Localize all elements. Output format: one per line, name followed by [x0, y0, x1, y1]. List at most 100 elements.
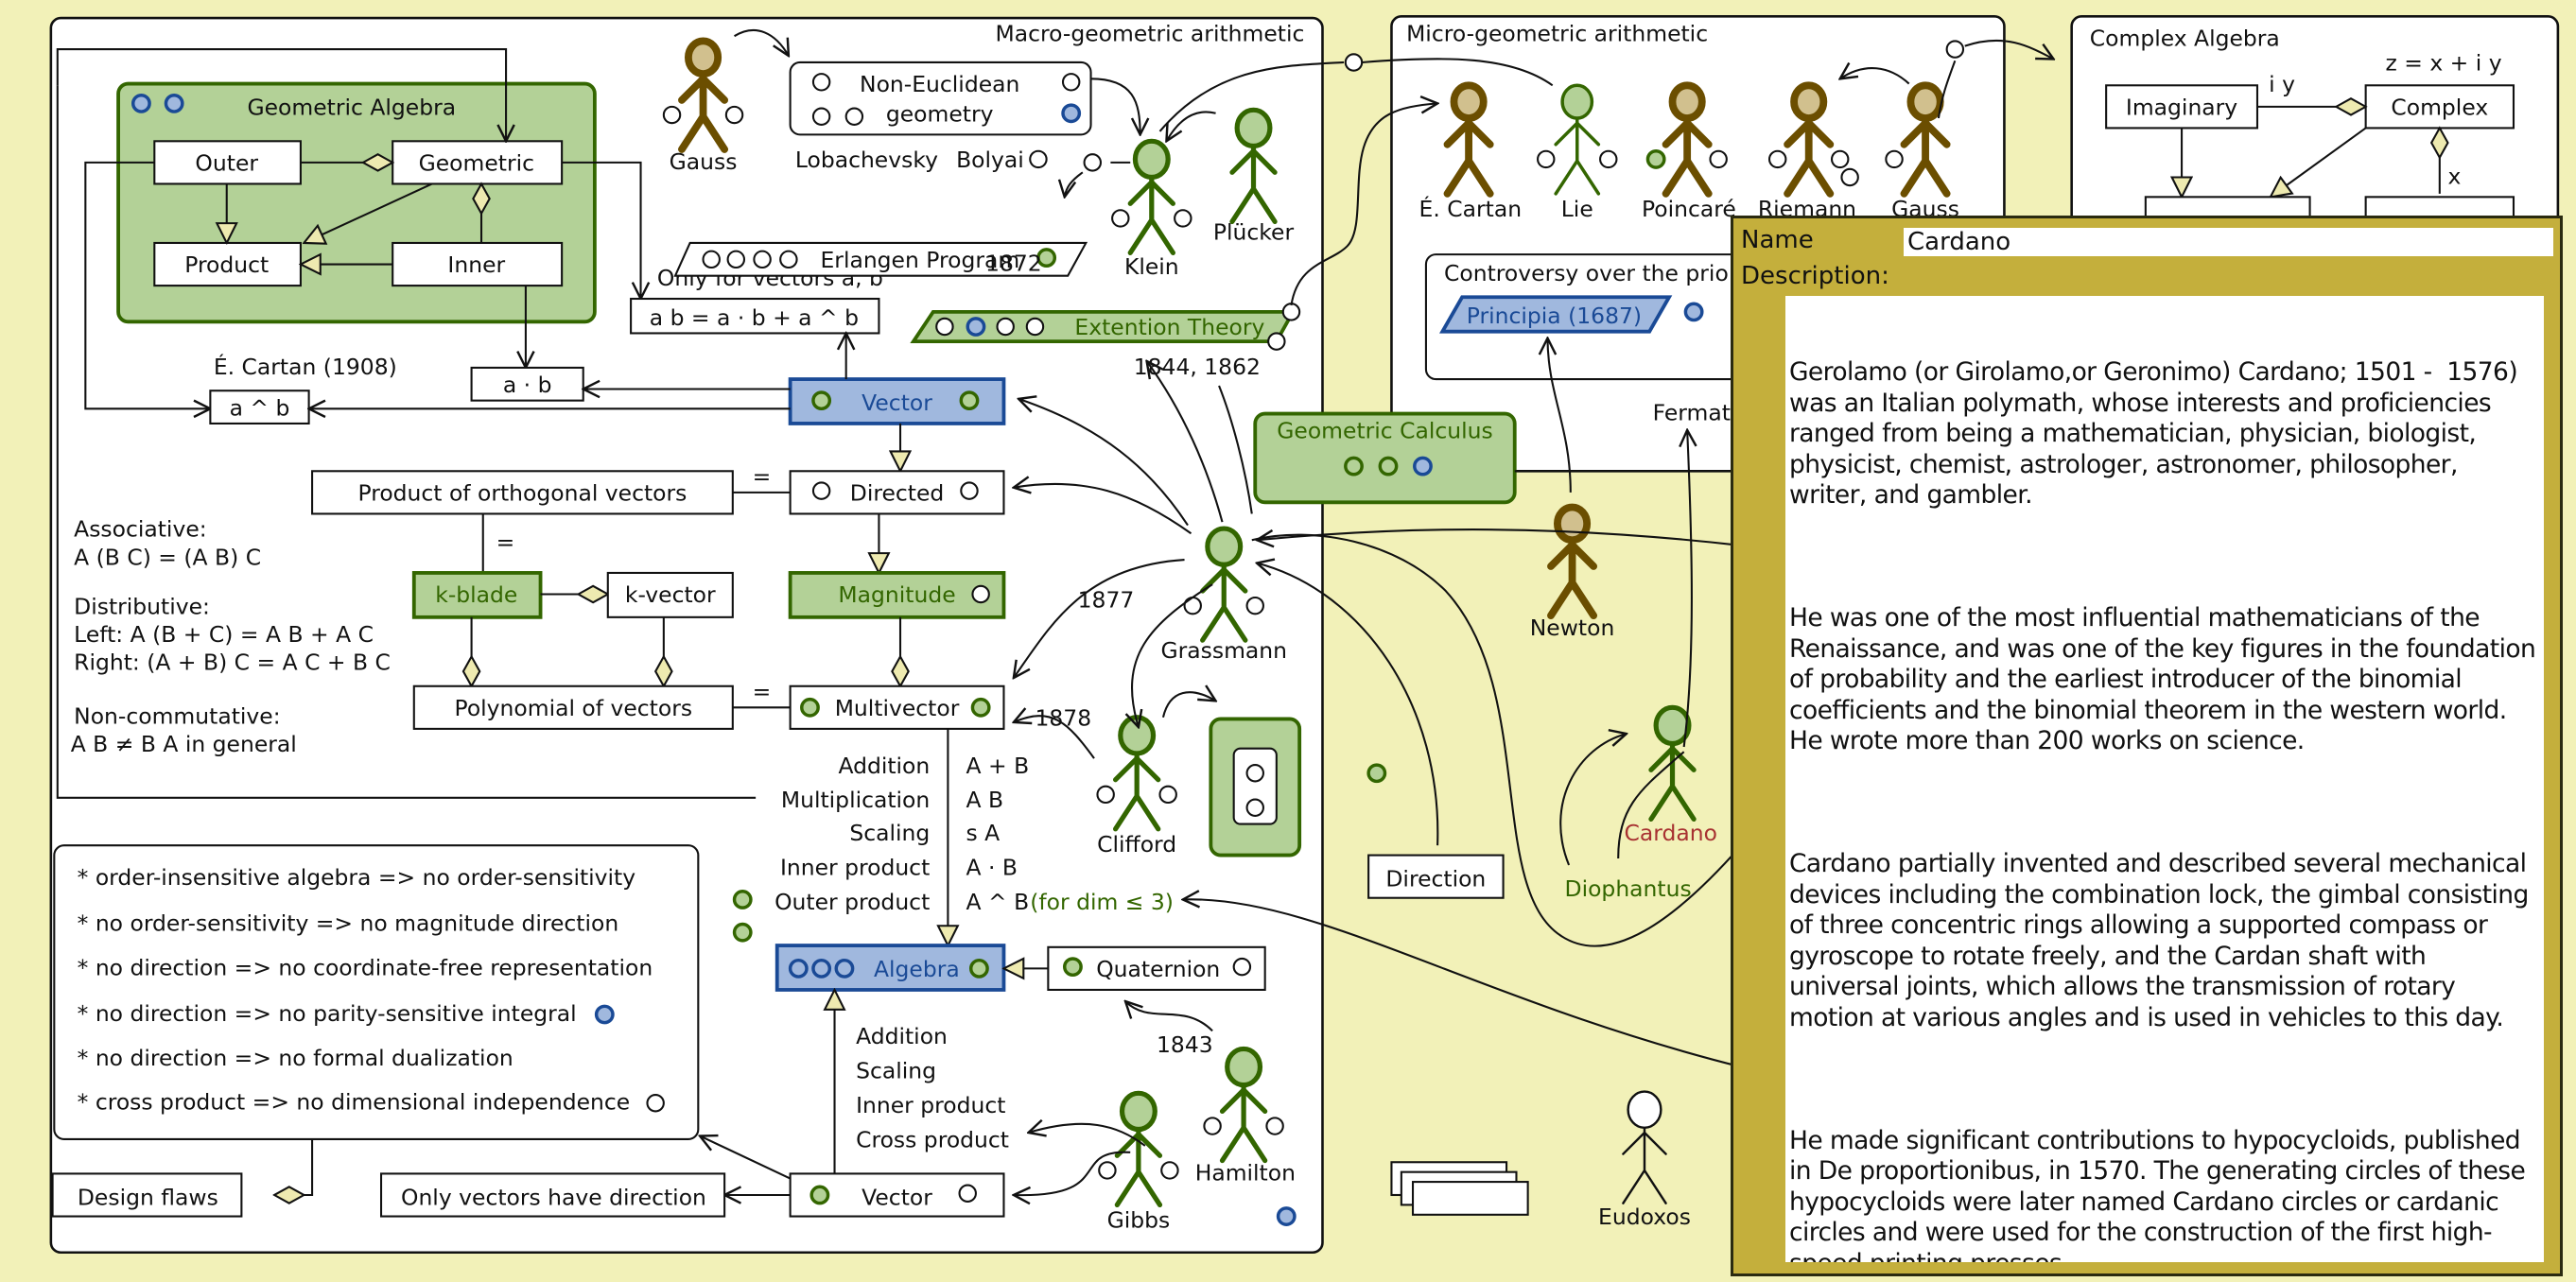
person-plucker[interactable]: Plücker	[1213, 218, 1295, 245]
magnitude-box[interactable]	[788, 571, 1006, 619]
person-eudoxos[interactable]: Eudoxos	[1598, 1204, 1691, 1230]
svg-text:A (B C) = (A B) C: A (B C) = (A B) C	[74, 544, 261, 570]
product-label: Product	[184, 251, 269, 278]
complex-algebra-title: Complex Algebra	[2090, 26, 2280, 52]
port-ring-icon	[1183, 596, 1202, 615]
svg-text:* no direction => no coordinat: * no direction => no coordinate-free rep…	[78, 954, 653, 980]
product-orthogonal-box[interactable]	[311, 470, 734, 515]
stick-figure-grassmann-icon[interactable]	[1183, 526, 1264, 643]
person-poincare[interactable]: Poincaré	[1642, 196, 1736, 222]
direction-box[interactable]	[1367, 854, 1505, 899]
blue-marker-icon	[164, 93, 184, 113]
iy-label: i y	[2269, 71, 2295, 97]
person-fermat[interactable]: Fermat	[1653, 399, 1731, 425]
person-hamilton[interactable]: Hamilton	[1195, 1159, 1296, 1186]
person-lobachevsky[interactable]: Lobachevsky	[795, 147, 938, 173]
product-orthogonal-label: Product of orthogonal vectors	[357, 480, 687, 507]
vector-bottom-label: Vector	[862, 1184, 932, 1210]
stick-figure-hamilton-icon[interactable]	[1203, 1046, 1284, 1164]
vector-operations: Addition Scaling Inner product Cross pro…	[856, 1023, 1009, 1152]
people-labels: Gauss Klein Plücker Grassmann Clifford G…	[670, 148, 1959, 1234]
multivector-box[interactable]	[789, 684, 1005, 730]
direction-label: Direction	[1385, 866, 1486, 892]
macro-panel-title: Macro-geometric arithmetic	[995, 20, 1304, 46]
person-newton[interactable]: Newton	[1530, 615, 1615, 641]
svg-text:Left: A (B + C) = A B + A C: Left: A (B + C) = A B + A C	[74, 621, 374, 648]
design-flaws-box[interactable]	[51, 1172, 243, 1218]
name-label: Name	[1741, 226, 1814, 254]
person-gibbs[interactable]: Gibbs	[1107, 1207, 1171, 1234]
inner-box[interactable]	[392, 241, 564, 287]
stick-figure-gibbs-icon[interactable]	[1098, 1090, 1179, 1208]
port-ring-icon	[1265, 1117, 1284, 1135]
polynomial-box[interactable]	[412, 684, 734, 730]
k-vector-box[interactable]	[606, 571, 734, 618]
stick-figure-poincare-icon[interactable]	[1645, 81, 1728, 198]
stacked-frames-icon[interactable]	[1390, 1161, 1529, 1216]
complex-box[interactable]	[2364, 84, 2515, 130]
wedge-label: a ^ b	[230, 394, 290, 421]
stick-figure-plucker-icon[interactable]	[1229, 107, 1278, 224]
svg-text:* no direction => no parity-se: * no direction => no parity-sensitive in…	[78, 1000, 577, 1027]
quaternion-box[interactable]	[1047, 945, 1266, 991]
k-blade-box[interactable]	[411, 571, 543, 619]
element-properties-popup[interactable]: Name Cardano Description: Gerolamo (or G…	[1731, 216, 2563, 1276]
magnitude-label: Magnitude	[838, 581, 955, 608]
name-field[interactable]: Cardano	[1904, 228, 2553, 256]
stick-figure-lie-icon[interactable]	[1537, 83, 1618, 196]
dot-box[interactable]	[470, 366, 584, 402]
erlangen-program-box[interactable]	[673, 241, 1088, 277]
svg-text:* no direction => no formal du: * no direction => no formal dualization	[78, 1045, 513, 1071]
svg-text:A ^ B: A ^ B	[966, 889, 1030, 915]
stick-figure-gauss-macro-icon[interactable]	[662, 37, 744, 153]
only-vectors-direction-box[interactable]	[379, 1172, 726, 1218]
description-field[interactable]: Gerolamo (or Girolamo,or Geronimo) Carda…	[1785, 296, 2544, 1262]
extension-years: 1844, 1862	[1134, 354, 1261, 380]
algebra-label: Algebra	[874, 956, 960, 982]
person-cardano[interactable]: Cardano	[1625, 820, 1717, 846]
description-paragraph: He made significant contributions to hyp…	[1789, 1125, 2526, 1263]
stick-figure-gauss-micro-icon[interactable]	[1885, 81, 1951, 198]
non-euclidean-box[interactable]	[789, 61, 1092, 136]
principia-box[interactable]	[1439, 295, 1673, 334]
design-flaws-list: * order-insensitive algebra => no order-…	[78, 864, 653, 1116]
outer-label: Outer	[195, 150, 258, 177]
year-1843: 1843	[1157, 1031, 1213, 1058]
stick-figure-riemann-icon[interactable]	[1767, 81, 1859, 198]
person-diophantus[interactable]: Diophantus	[1565, 875, 1692, 902]
person-bolyai[interactable]: Bolyai	[956, 147, 1024, 173]
person-lie[interactable]: Lie	[1561, 196, 1593, 222]
svg-text:Non-commutative:: Non-commutative:	[74, 703, 280, 730]
design-flaws-note	[53, 844, 700, 1140]
port-ring-icon	[1096, 785, 1115, 805]
controversy-label: Controversy over the prio	[1444, 260, 1729, 286]
person-klein[interactable]: Klein	[1124, 253, 1179, 280]
stick-figure-newton-icon[interactable]	[1547, 503, 1598, 619]
person-grassmann[interactable]: Grassmann	[1160, 637, 1287, 664]
stick-figure-klein-icon[interactable]	[1111, 138, 1192, 255]
erlangen-label: Erlangen Program	[820, 247, 1019, 273]
stick-figure-cardano-icon[interactable]	[1648, 704, 1697, 822]
dot-label: a · b	[503, 372, 552, 398]
svg-text:Cross product: Cross product	[856, 1127, 1009, 1153]
stick-figure-eudoxos-icon[interactable]	[1622, 1090, 1667, 1204]
imaginary-label: Imaginary	[2126, 95, 2237, 121]
svg-text:s A: s A	[966, 820, 1001, 846]
complex-label: Complex	[2391, 95, 2488, 121]
algebra-properties: Associative: A (B C) = (A B) C Distribut…	[71, 516, 391, 757]
port-ring-icon	[1840, 167, 1859, 187]
ab-identity-box[interactable]	[630, 297, 880, 335]
person-e-cartan[interactable]: É. Cartan	[1419, 196, 1523, 222]
svg-text:Addition: Addition	[838, 753, 930, 779]
description-paragraph: Gerolamo (or Girolamo,or Geronimo) Carda…	[1789, 357, 2525, 510]
wedge-box[interactable]	[209, 390, 310, 424]
person-clifford[interactable]: Clifford	[1097, 831, 1176, 858]
geometric-label: Geometric	[419, 150, 534, 177]
geometric-box[interactable]	[392, 140, 564, 185]
svg-text:A B ≠ B A in general: A B ≠ B A in general	[71, 731, 297, 757]
person-gauss-macro[interactable]: Gauss	[670, 148, 738, 175]
stick-figure-e-cartan-icon[interactable]	[1443, 81, 1494, 198]
directed-label: Directed	[850, 480, 945, 507]
svg-text:Right: (A + B) C = A C + B C: Right: (A + B) C = A C + B C	[74, 649, 391, 675]
green-marker-icon	[959, 390, 980, 411]
